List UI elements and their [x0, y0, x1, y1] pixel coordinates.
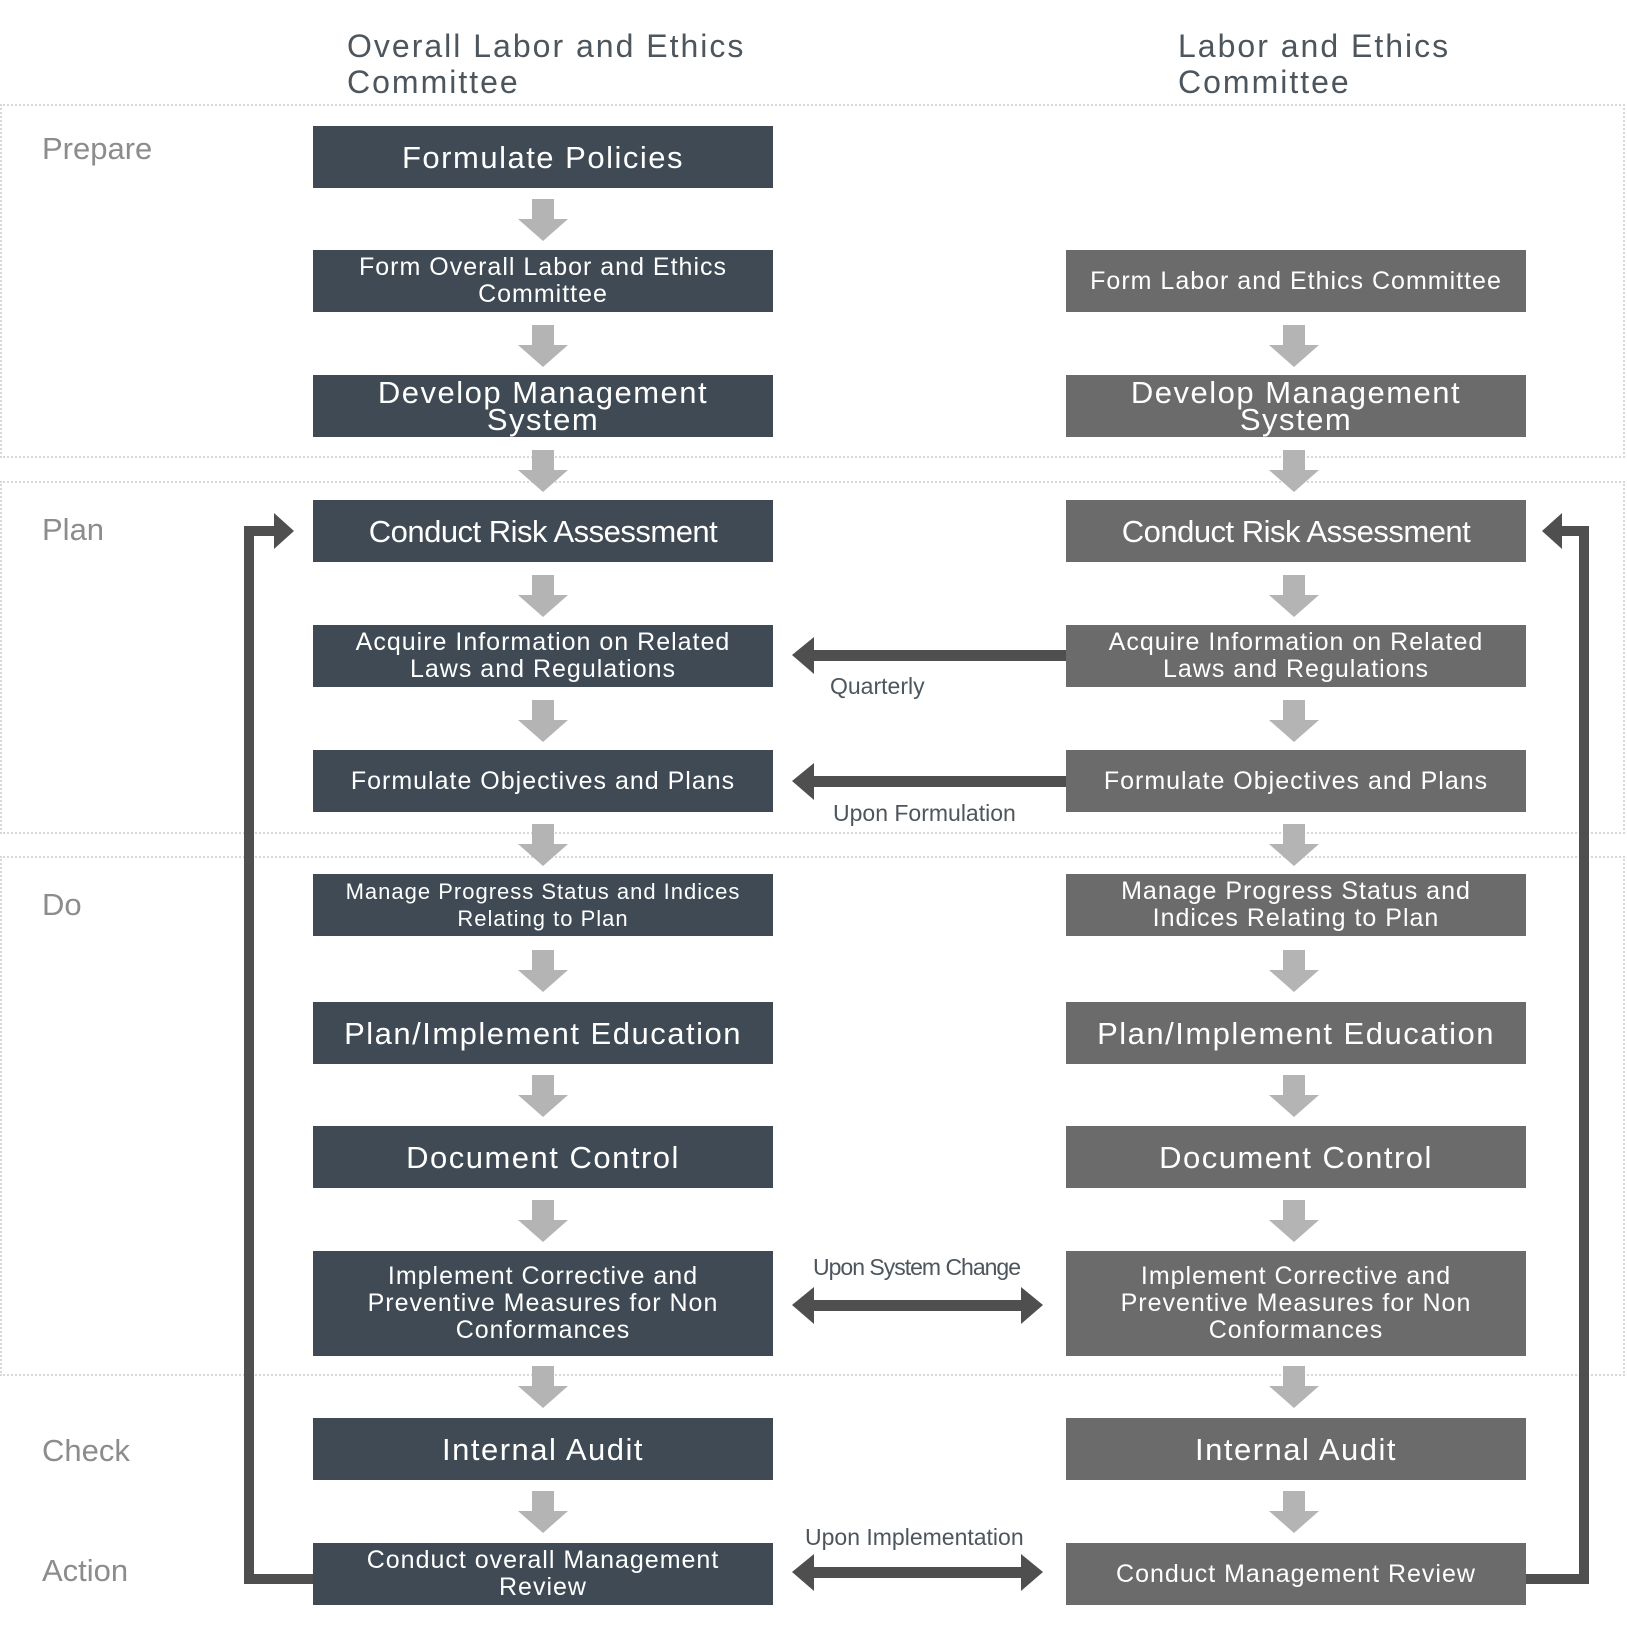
- box-objectives-right: Formulate Objectives and Plans: [1066, 750, 1526, 812]
- header-line: Overall Labor and Ethics: [347, 28, 746, 64]
- box-management-review-left: Conduct overall Management Review: [313, 1543, 773, 1605]
- column-header-overall-committee: Overall Labor and Ethics Committee: [347, 28, 745, 100]
- box-acquire-info-left: Acquire Information on Related Laws and …: [313, 625, 773, 687]
- box-risk-assessment-right: Conduct Risk Assessment: [1066, 500, 1526, 562]
- box-corrective-left: Implement Corrective and Preventive Meas…: [313, 1251, 773, 1356]
- box-management-review-right: Conduct Management Review: [1066, 1543, 1526, 1605]
- label-upon-system-change: Upon System Change: [813, 1254, 1021, 1280]
- column-header-committee: Labor and Ethics Committee: [1178, 28, 1450, 100]
- section-prepare: [0, 104, 1625, 458]
- box-formulate-policies: Formulate Policies: [313, 126, 773, 188]
- box-form-committee-right: Form Labor and Ethics Committee: [1066, 250, 1526, 312]
- box-corrective-right: Implement Corrective and Preventive Meas…: [1066, 1251, 1526, 1356]
- label-quarterly: Quarterly: [830, 673, 925, 699]
- label-upon-formulation: Upon Formulation: [833, 800, 1016, 826]
- box-form-overall-committee: Form Overall Labor and Ethics Committee: [313, 250, 773, 312]
- box-education-right: Plan/Implement Education: [1066, 1002, 1526, 1064]
- phase-label-action: Action: [42, 1553, 129, 1588]
- box-document-control-right: Document Control: [1066, 1126, 1526, 1188]
- header-line: Committee: [1178, 64, 1351, 100]
- header-line: Committee: [347, 64, 520, 100]
- phase-label-check: Check: [42, 1433, 130, 1468]
- box-manage-progress-right: Manage Progress Status and Indices Relat…: [1066, 874, 1526, 936]
- label-upon-implementation: Upon Implementation: [805, 1524, 1024, 1550]
- box-develop-management-system-right: Develop Management System: [1066, 375, 1526, 437]
- link-arrows: [792, 637, 1066, 1591]
- box-internal-audit-left: Internal Audit: [313, 1418, 773, 1480]
- section-plan: [0, 481, 1625, 834]
- feedback-arrowheads: [274, 513, 1562, 549]
- header-line: Labor and Ethics: [1178, 28, 1451, 64]
- box-internal-audit-right: Internal Audit: [1066, 1418, 1526, 1480]
- box-document-control-left: Document Control: [313, 1126, 773, 1188]
- phase-label-plan: Plan: [42, 512, 105, 547]
- box-manage-progress-left: Manage Progress Status and Indices Relat…: [313, 874, 773, 936]
- box-objectives-left: Formulate Objectives and Plans: [313, 750, 773, 812]
- box-acquire-info-right: Acquire Information on Related Laws and …: [1066, 625, 1526, 687]
- box-develop-management-system-left: Develop Management System: [313, 375, 773, 437]
- phase-label-do: Do: [42, 887, 82, 922]
- section-do: [0, 856, 1625, 1376]
- phase-label-prepare: Prepare: [42, 131, 153, 166]
- box-education-left: Plan/Implement Education: [313, 1002, 773, 1064]
- box-risk-assessment-left: Conduct Risk Assessment: [313, 500, 773, 562]
- feedback-loops: [244, 526, 1589, 1584]
